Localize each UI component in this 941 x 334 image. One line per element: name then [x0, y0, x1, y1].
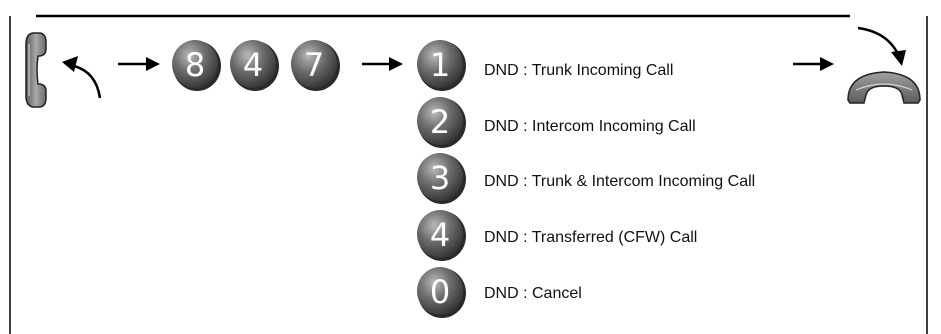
option-row: 1 DND : Trunk Incoming Call: [417, 40, 673, 91]
option-key-label: 2: [430, 103, 450, 141]
sequence-key-label: 4: [243, 46, 263, 84]
option-key-label: 4: [430, 216, 450, 254]
option-key-label: 1: [430, 46, 450, 84]
sequence-key-label: 8: [185, 46, 205, 84]
option-label: DND : Intercom Incoming Call: [484, 118, 696, 135]
option-row: 4 DND : Transferred (CFW) Call: [417, 210, 697, 261]
arrow-right-icon: [362, 57, 403, 71]
sequence-key-1: 8: [172, 40, 221, 91]
option-key-label: 3: [430, 159, 450, 197]
handset-lift-icon: [25, 32, 102, 108]
option-label: DND : Trunk & Intercom Incoming Call: [484, 173, 755, 190]
arrow-right-icon: [793, 57, 834, 71]
sequence-key-2: 4: [230, 40, 279, 91]
option-label: DND : Transferred (CFW) Call: [484, 229, 697, 246]
option-label: DND : Cancel: [484, 285, 582, 302]
handset-hangup-icon: [847, 26, 921, 104]
arrow-right-icon: [118, 57, 160, 71]
option-row: 0 DND : Cancel: [417, 267, 582, 318]
option-row: 2 DND : Intercom Incoming Call: [417, 97, 696, 148]
option-key-label: 0: [430, 273, 450, 311]
sequence-key-3: 7: [291, 40, 340, 91]
option-label: DND : Trunk Incoming Call: [484, 62, 673, 79]
option-row: 3 DND : Trunk & Intercom Incoming Call: [417, 153, 755, 204]
sequence-key-label: 7: [304, 46, 324, 84]
